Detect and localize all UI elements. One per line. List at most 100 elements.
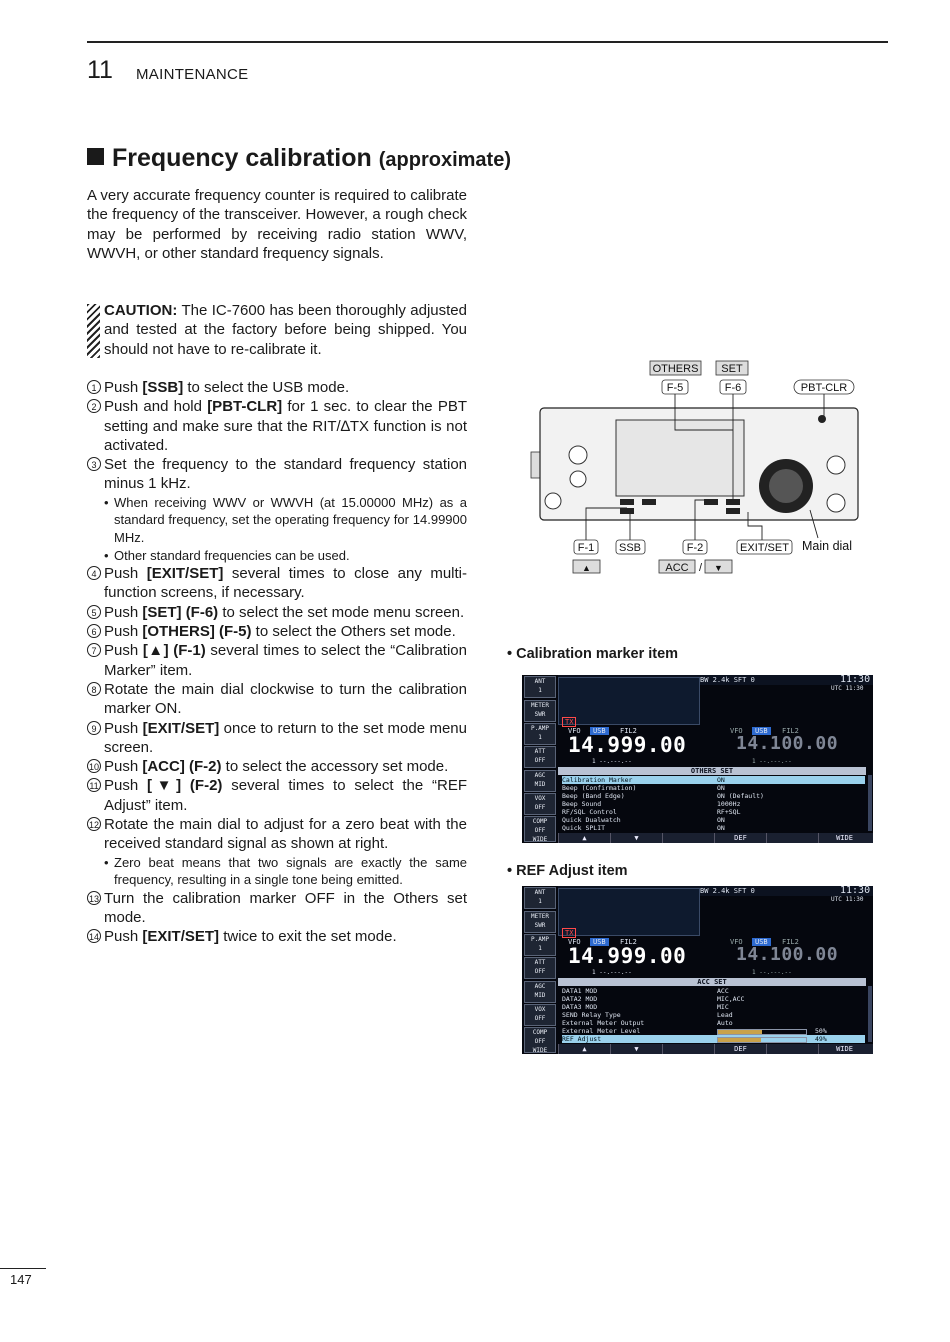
menu-row[interactable]: REF Adjust 49% (562, 1035, 865, 1043)
tx-indicator: TX (562, 717, 577, 727)
label-main-dial: Main dial (802, 539, 852, 553)
menu-row-label: DATA1 MOD (562, 987, 598, 995)
step-text-end: several times to close any multi-functio… (104, 565, 467, 602)
menu-row[interactable]: Beep (Confirmation)ON (562, 784, 865, 792)
menu-row-value: Lead (717, 1011, 733, 1019)
sub-frequency: 14.100.00 (736, 944, 839, 965)
menu-scrollbar[interactable] (868, 775, 872, 831)
chapter-title: MAINTENANCE (136, 66, 249, 83)
menu-row[interactable]: SEND Relay Type Lead (562, 1011, 865, 1019)
step-text-end: to select the set mode menu screen. (218, 603, 465, 621)
caption-calibration-marker: • Calibration marker item (507, 646, 679, 662)
step-number: 3 (87, 457, 101, 472)
menu-scrollbar[interactable] (868, 986, 872, 1042)
menu-row[interactable]: Quick Dualwatch ON (562, 816, 865, 824)
step-number: 5 (87, 604, 101, 619)
function-key[interactable]: DEF (714, 833, 766, 843)
header-rule (87, 41, 888, 43)
tx-indicator: TX (562, 928, 577, 938)
side-key: P.AMP 1 (524, 934, 556, 956)
memo-main: 1 --.---.-- (592, 758, 632, 765)
status-bar (558, 886, 873, 896)
menu-row-value: 50% (815, 1027, 827, 1035)
menu-row-label: REF Adjust (562, 1035, 602, 1043)
function-key[interactable] (766, 1044, 818, 1054)
step-key: [EXIT/SET] (142, 719, 220, 737)
filter-label: FIL2 (620, 727, 637, 735)
menu-row-label: External Meter Output (562, 1019, 645, 1027)
step-number: 2 (87, 399, 101, 414)
front-panel-figure: OTHERS SET F-5 F-6 PBT-CLR (530, 360, 859, 574)
function-key[interactable] (766, 833, 818, 843)
menu-row-value: RF+SQL (717, 808, 741, 816)
function-key[interactable] (662, 1044, 714, 1054)
menu-row-value: Auto (717, 1019, 733, 1027)
side-key: ANT 1 (524, 887, 556, 909)
step-key: [EXIT/SET] (146, 565, 224, 583)
menu-row-label: SEND Relay Type (562, 1011, 621, 1019)
function-key[interactable]: ▲ (558, 833, 610, 843)
side-key: COMP OFF WIDE (524, 816, 556, 843)
step-note: Other standard frequencies can be used. (87, 547, 467, 565)
caution-hatch-icon (87, 304, 100, 358)
function-key-bar (558, 1044, 873, 1054)
vfo-label: VFO (568, 727, 581, 735)
memo-sub: 1 --.---.-- (752, 758, 792, 765)
menu-row[interactable]: Beep (Band Edge)ON (Default) (562, 792, 865, 800)
menu-row-value: ON (717, 816, 725, 824)
menu-row-label: Quick Dualwatch (562, 816, 621, 824)
section-title-main: Frequency calibration (112, 144, 372, 172)
step-text-end: to select the USB mode. (183, 379, 350, 396)
step-key: [SSB] (142, 379, 184, 396)
s-meter (558, 677, 700, 725)
step-number: 8 (87, 681, 101, 696)
step-number: 12 (87, 817, 101, 832)
down-arrow-icon: ▼ (714, 563, 723, 573)
menu-row-value: 49% (815, 1035, 827, 1043)
section-title: Frequency calibration (approximate) (87, 144, 511, 173)
step-key: [PBT-CLR] (207, 398, 283, 416)
step-key: [EXIT/SET] (142, 928, 220, 946)
step-text-end: for 1 sec. to clear the PBT setting and … (104, 398, 468, 454)
menu-row[interactable]: External Meter Output Auto (562, 1019, 865, 1027)
step-text: Push (104, 379, 143, 396)
step-text-end: several times to select the “REF Adjust”… (104, 777, 467, 814)
side-key: ANT 1 (524, 676, 556, 698)
function-key[interactable]: ▲ (558, 1044, 610, 1054)
page-number-rule (0, 1268, 46, 1269)
label-f2: F-2 (687, 542, 704, 554)
mode-badge: USB (590, 727, 609, 735)
function-key[interactable] (662, 833, 714, 843)
s-meter (558, 888, 700, 936)
side-key: AGC MID (524, 981, 556, 1003)
label-set: SET (721, 363, 743, 375)
menu-row[interactable]: RF/SQL Control RF+SQL (562, 808, 865, 816)
function-key[interactable]: ▼ (610, 1044, 662, 1054)
step-text: Push (104, 565, 147, 583)
menu-row-label: RF/SQL Control (562, 808, 617, 816)
utc-clock: UTC 11:30 (831, 896, 864, 903)
side-key: VOX OFF (524, 1004, 556, 1026)
function-key[interactable]: WIDE (818, 833, 870, 843)
step-text-end: to select the accessory set mode. (221, 758, 449, 776)
function-key[interactable]: DEF (714, 1044, 766, 1054)
menu-row-label: Calibration Marker (562, 776, 633, 784)
sub-mode-badge: USB (752, 727, 771, 735)
function-key[interactable]: WIDE (818, 1044, 870, 1054)
side-key: METER SWR (524, 700, 556, 722)
function-key[interactable]: ▼ (610, 833, 662, 843)
